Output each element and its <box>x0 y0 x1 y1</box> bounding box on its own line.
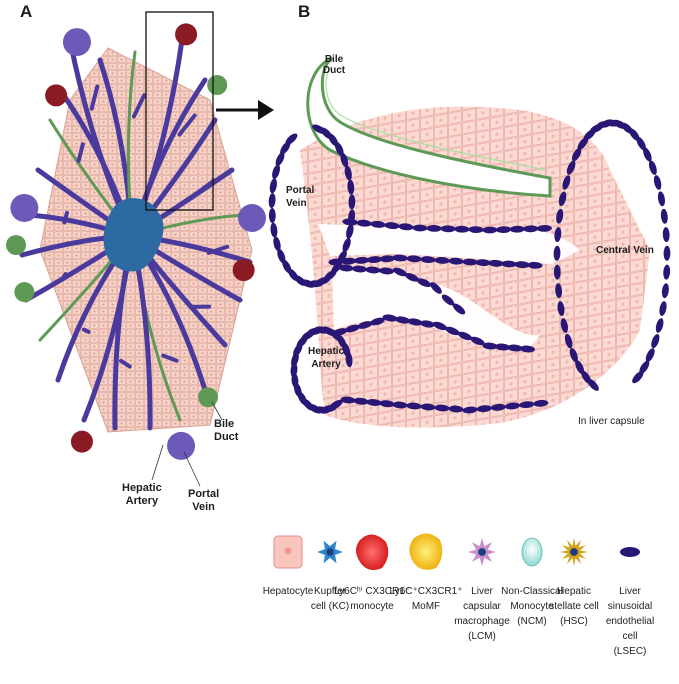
panel-b-letter: B <box>298 2 310 22</box>
momf-icon <box>409 533 442 569</box>
sinusoid-twig <box>64 213 67 223</box>
lsec-central-vein <box>654 317 665 333</box>
portal-vein-node <box>167 432 195 460</box>
bile-duct-node <box>14 282 34 302</box>
lsec-central-vein <box>658 301 668 317</box>
legend-label-hepatocyte: Hepatocyte <box>263 584 314 599</box>
lsec-central-vein <box>657 191 666 207</box>
lsec-central-vein <box>662 227 669 242</box>
lsec-central-vein <box>644 347 657 363</box>
hepatic-artery-node <box>45 84 67 106</box>
lsec-icon <box>620 547 640 557</box>
hepatic-artery-node <box>233 259 255 281</box>
legend-label-lsec: Liver sinusoidal endothelial cell (LSEC) <box>606 584 655 659</box>
lsec-central-vein <box>660 208 668 224</box>
hepatic-artery-a-label: Hepatic Artery <box>122 482 162 508</box>
hsc-icon-nucleus <box>570 548 578 556</box>
in-liver-capsule-label: In liver capsule <box>578 416 645 427</box>
lsec-central-vein <box>663 246 670 261</box>
lsec-portal-vein <box>269 208 276 223</box>
sinusoid-twig <box>84 330 89 332</box>
portal-vein-b-label: Portal Vein <box>286 184 314 210</box>
lsec-portal-vein <box>268 193 276 209</box>
lcm-icon-nucleus <box>478 548 486 556</box>
portal-vein-a-label: Portal Vein <box>188 488 219 514</box>
ly6c-hi-icon <box>356 534 388 570</box>
legend-label-ly6c_lo: Ly6C⁺CX3CR1⁺ MoMF <box>390 584 463 614</box>
hepatic-artery-b-label: Hepatic Artery <box>308 345 344 371</box>
kupffer-icon-nucleus <box>326 548 333 555</box>
lsec-central-vein <box>653 174 663 190</box>
lsec-central-vein <box>650 333 662 349</box>
hepatic-artery-node <box>175 23 197 45</box>
bile-duct-node <box>198 387 218 407</box>
lsec-central-vein <box>647 159 658 175</box>
portal-vein-node <box>10 194 38 222</box>
sinusoid-twig <box>63 274 65 277</box>
legend-label-hsc: Hepatic stellate cell (HSC) <box>549 584 598 629</box>
zoom-arrow-head <box>258 100 274 120</box>
portal-vein-node <box>238 204 266 232</box>
panel-a-letter: A <box>20 2 32 22</box>
legend-icons <box>274 533 640 570</box>
bile-duct-node <box>6 235 26 255</box>
portal-vein-leader <box>184 452 200 486</box>
lsec-portal-vein <box>270 222 278 238</box>
lsec-portal-vein <box>269 178 279 194</box>
lsec-central-vein <box>663 264 671 279</box>
bile-duct-node <box>207 75 227 95</box>
lobule-diagram <box>6 12 274 486</box>
lsec-central-vein <box>661 283 670 299</box>
artery-leader <box>152 445 163 480</box>
ncm-icon <box>522 538 542 566</box>
hepatic-artery-node <box>71 431 93 453</box>
bile-duct-b-text: Bile Duct <box>320 54 348 76</box>
central-vein-label: Central Vein <box>596 244 654 257</box>
hepatocyte-nucleus-icon <box>285 548 292 555</box>
lsec-portal-vein <box>271 164 282 180</box>
portal-vein-node <box>63 28 91 56</box>
bile-duct-a-label: Bile Duct <box>214 418 238 444</box>
